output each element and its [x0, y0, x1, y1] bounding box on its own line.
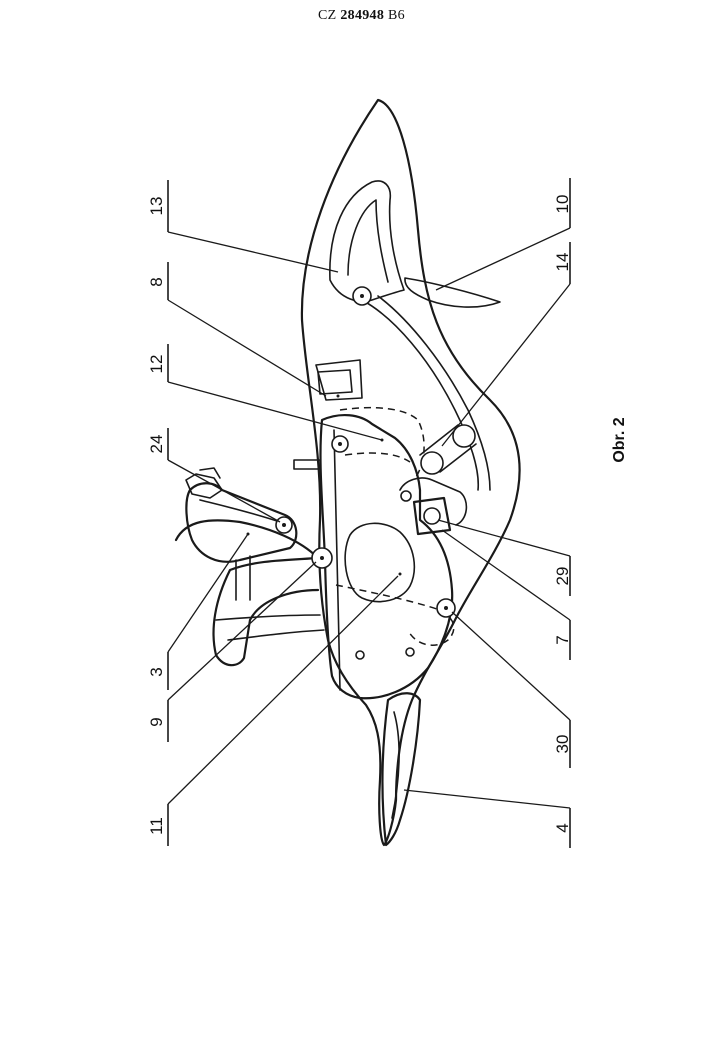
hidden-line-b — [344, 452, 411, 463]
callout-label-10: 10 — [553, 195, 572, 214]
callout-label-14: 14 — [553, 253, 572, 272]
callout-11: 11 — [147, 575, 399, 846]
rivet-a — [355, 650, 365, 660]
callout-29: 29 — [437, 519, 572, 596]
guide-slot — [361, 299, 480, 491]
callout-label-29: 29 — [553, 567, 572, 586]
hidden-line-a — [339, 406, 425, 481]
tail-4-inner — [391, 711, 400, 819]
block-29 — [412, 496, 452, 536]
lever-10 — [404, 277, 501, 308]
callout-label-24: 24 — [147, 435, 166, 454]
upper-slot — [329, 180, 405, 303]
block-29-pin — [423, 507, 441, 525]
callout-30: 30 — [451, 611, 572, 768]
callout-14: 14 — [441, 242, 572, 447]
arm-3 — [174, 519, 320, 667]
callout-3: 3 — [147, 533, 249, 690]
cam-11 — [344, 522, 416, 603]
dot-3 — [444, 606, 448, 610]
arm-3-lower-2 — [227, 629, 325, 641]
callout-7: 7 — [441, 529, 572, 660]
knob-top-2 — [199, 467, 221, 479]
body-outline — [300, 98, 521, 847]
peg — [293, 459, 321, 470]
callout-label-12: 12 — [147, 355, 166, 374]
dot-6 — [336, 394, 340, 398]
callout-12: 12 — [147, 344, 383, 441]
guide-slot-2 — [377, 295, 491, 491]
callout-4: 4 — [403, 789, 572, 848]
frame-plate — [315, 359, 363, 401]
dot-8 — [398, 572, 402, 576]
dot-4 — [282, 523, 286, 527]
callout-label-13: 13 — [147, 197, 166, 216]
dot-2 — [320, 556, 324, 560]
header-suffix: B6 — [387, 8, 405, 23]
patent-header: CZ 284948 B6 — [0, 8, 723, 24]
callout-label-7: 7 — [553, 635, 572, 644]
link-7 — [399, 477, 468, 526]
callout-9: 9 — [147, 561, 317, 742]
callout-label-8: 8 — [147, 277, 166, 286]
slider-8 — [317, 369, 353, 395]
callout-24: 24 — [147, 428, 281, 523]
plate-edge — [333, 429, 341, 691]
header-number: 284948 — [340, 8, 385, 23]
roller-14a — [420, 451, 444, 475]
header-prefix: CZ — [318, 8, 337, 23]
callout-10: 10 — [435, 178, 572, 291]
pin-7 — [400, 490, 412, 502]
roller-link — [419, 424, 477, 473]
figure-caption: Obr. 2 — [611, 417, 628, 462]
rivet-b — [405, 647, 415, 657]
callout-label-11: 11 — [147, 817, 166, 835]
roller-14b — [452, 424, 476, 448]
tail-4 — [381, 692, 422, 847]
upper-slot-inner — [347, 199, 389, 283]
dot-5 — [338, 442, 342, 446]
dot-1 — [360, 294, 364, 298]
callout-label-30: 30 — [553, 735, 572, 754]
callout-13: 13 — [147, 180, 339, 273]
arm-3-lower — [215, 614, 321, 621]
hidden-line-c — [335, 584, 455, 646]
callout-label-4: 4 — [553, 823, 572, 832]
bracket-24-inner — [199, 499, 281, 523]
callout-8: 8 — [147, 262, 327, 397]
callout-label-3: 3 — [147, 667, 166, 676]
stem-vertical — [235, 555, 251, 601]
callout-label-9: 9 — [147, 717, 166, 726]
